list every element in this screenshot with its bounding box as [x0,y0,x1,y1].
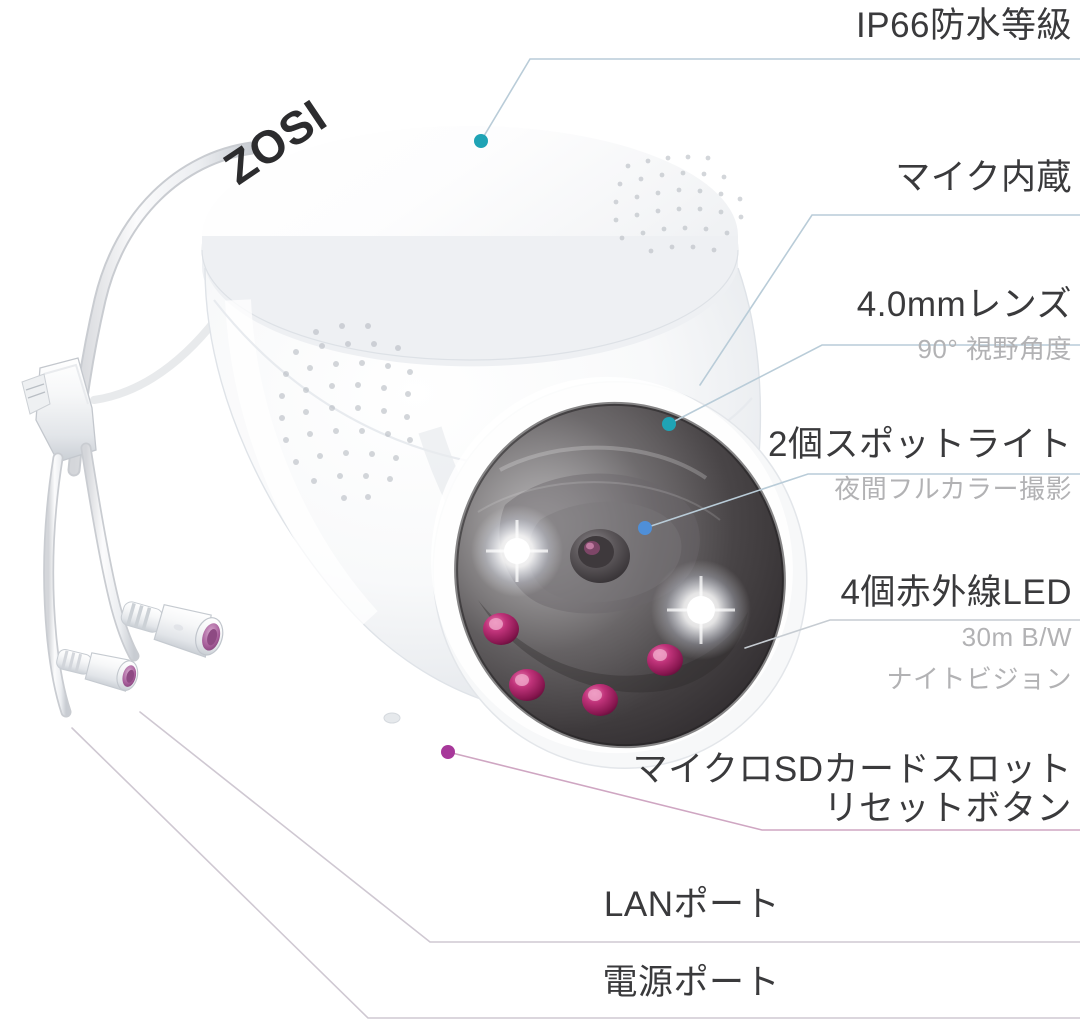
lan-connector [56,648,139,692]
callout-power-port-label: 電源ポート [602,963,780,1002]
infrared-led-array [483,613,683,716]
pigtail-cable [21,141,259,718]
callout-spotlight-sublabel: 夜間フルカラー撮影 [834,474,1072,505]
callout-ip66: IP66防水等級 [856,6,1072,45]
callout-microphone-label: マイク内蔵 [895,158,1072,197]
microphone-grille [613,154,744,254]
callout-reset-button-label: リセットボタン [823,789,1072,829]
callout-sdcard-reset: マイクロSDカードスロット リセットボタン [633,750,1072,828]
callout-spotlight: 2個スポットライト 夜間フルカラー撮影 [768,425,1072,506]
callout-lens-sublabel: 90° 視野角度 [917,334,1072,365]
callout-power-port: 電源ポート [602,963,780,1002]
camera-body: ZOSI [201,89,808,770]
leader-lines [71,58,1080,1019]
camera-dome [431,376,808,770]
body-vent [383,712,401,724]
callout-lan-port-label: LANポート [603,885,780,924]
callout-microphone: マイク内蔵 [895,158,1072,197]
callout-lens-label: 4.0mmレンズ [856,285,1072,324]
speaker-grille [279,323,413,501]
callout-spotlight-label: 2個スポットライト [768,425,1072,464]
power-connector [120,601,224,658]
marker-sdcard [441,745,455,759]
marker-ip66 [474,134,488,148]
callout-lens: 4.0mmレンズ 90° 視野角度 [857,285,1072,366]
marker-lens [662,417,676,431]
spotlight-led [471,505,751,660]
callout-infrared-led-sublabel-1: 30m B/W [961,622,1072,653]
callout-lan-port: LANポート [604,885,780,924]
callout-ip66-label: IP66防水等級 [856,6,1072,45]
callout-infrared-led-label: 4個赤外線LED [840,573,1072,612]
cable-splitter [21,357,97,463]
callout-infrared-led: 4個赤外線LED 30m B/W ナイトビジョン [840,573,1072,697]
callout-infrared-led-sublabel-2: ナイトビジョン [886,664,1072,695]
callout-sdcard-label: マイクロSDカードスロット [632,750,1072,789]
marker-spotlight [638,521,652,535]
